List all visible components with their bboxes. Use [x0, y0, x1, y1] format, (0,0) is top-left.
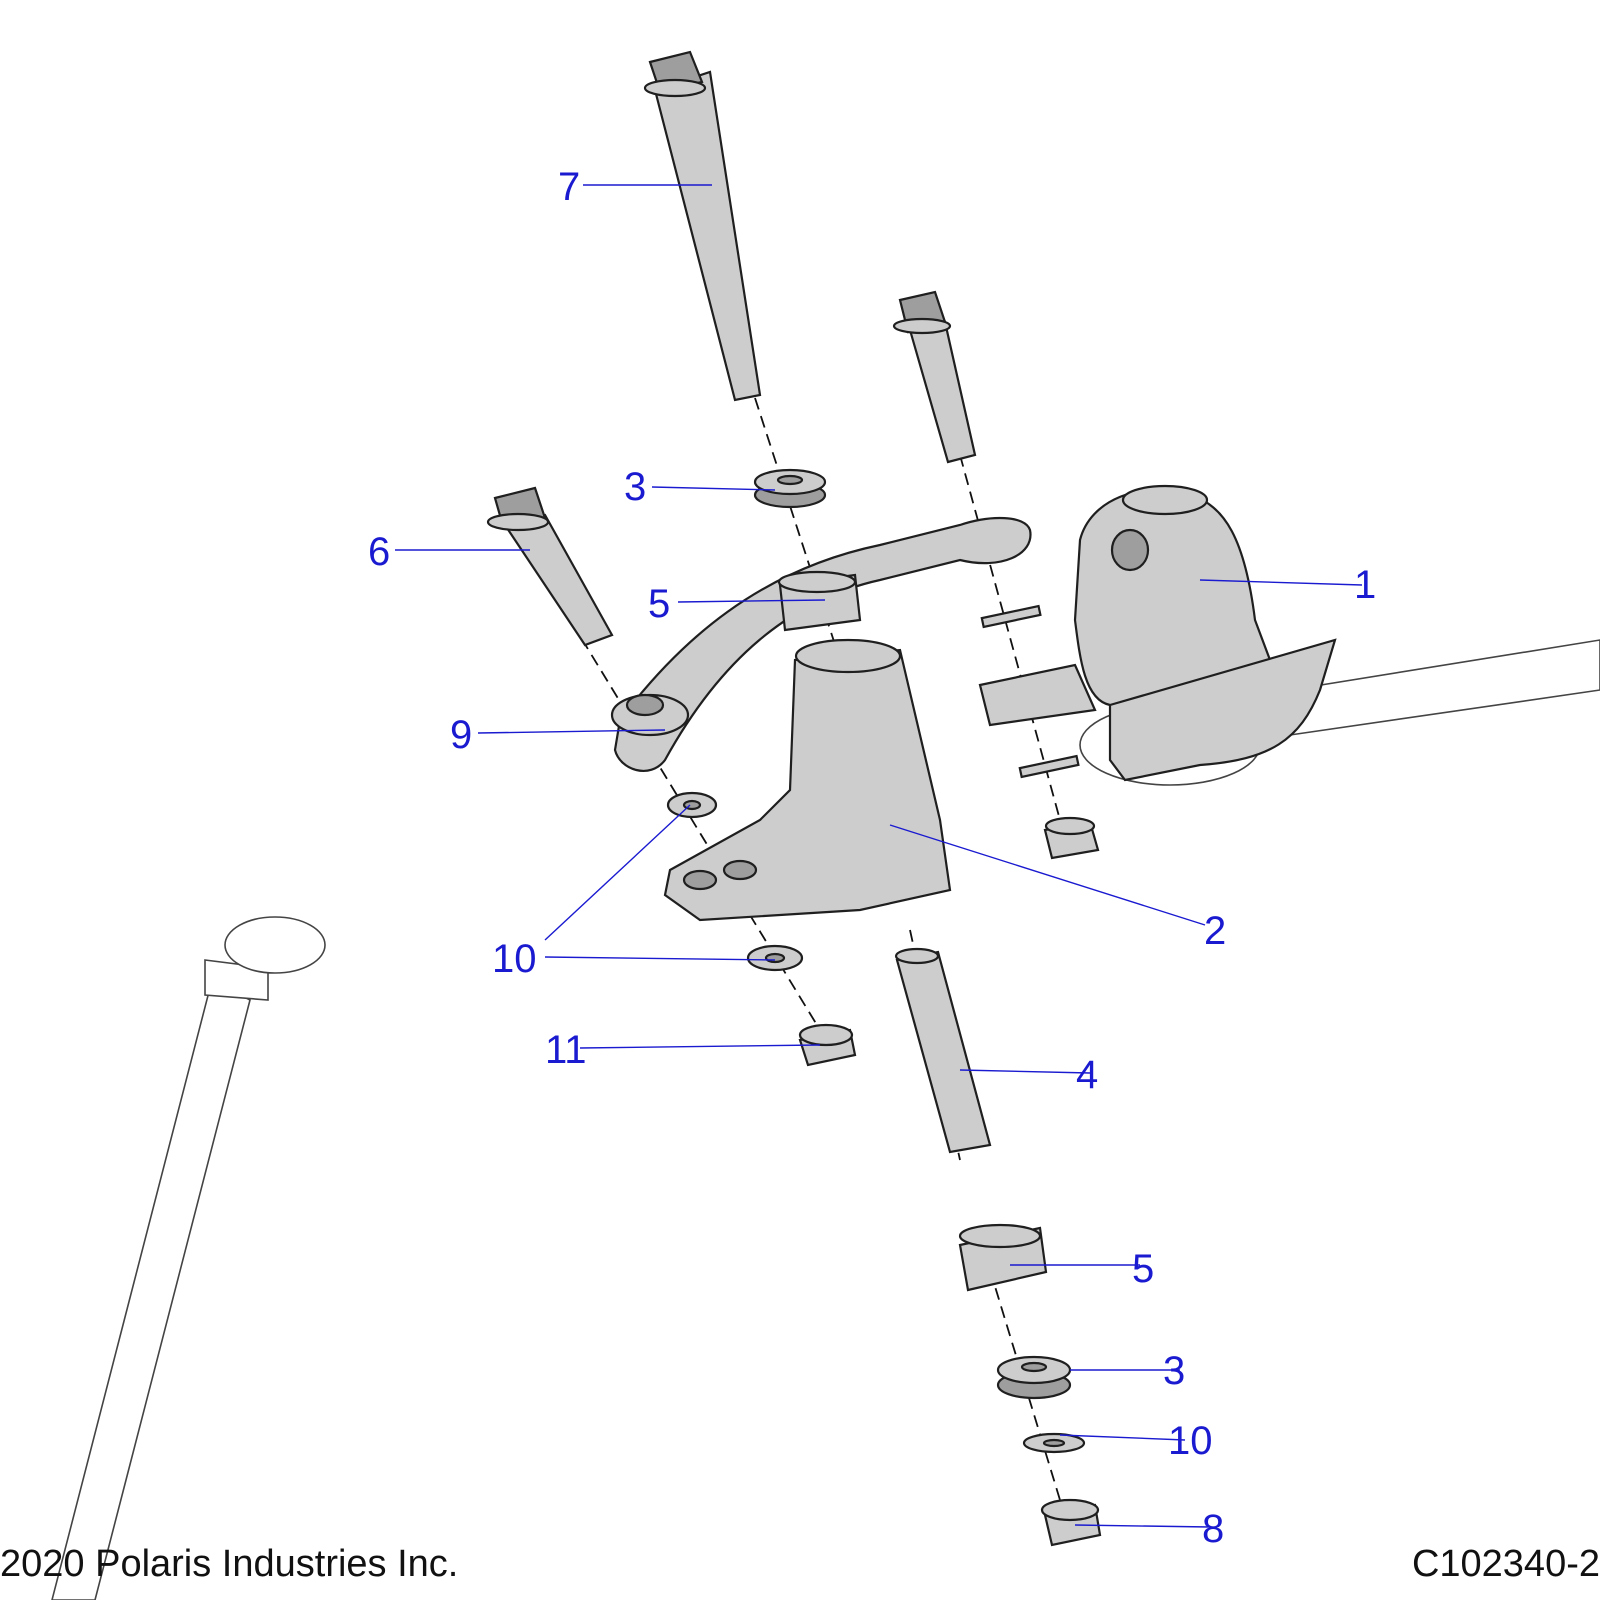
- part-9-link-arm: [610, 517, 1032, 772]
- callout-9: 9: [450, 713, 472, 757]
- callout-2: 2: [1204, 909, 1226, 953]
- part-11-nut: [798, 1023, 857, 1067]
- callout-4: 4: [1076, 1053, 1098, 1097]
- callout-6: 6: [368, 530, 390, 574]
- callout-5-lower: 5: [1132, 1247, 1154, 1291]
- copyright-notice: 2020 Polaris Industries Inc.: [0, 1543, 459, 1585]
- right-stack-hardware: [980, 604, 1100, 860]
- part-2-steering-arm: [663, 638, 952, 922]
- callout-11: 11: [545, 1028, 587, 1072]
- part-4-spacer-tube: [894, 947, 992, 1154]
- callout-10-upper: 10: [492, 937, 537, 981]
- part-5-lower-bushing: [958, 1223, 1048, 1292]
- part-3-upper-grommet: [753, 468, 827, 509]
- tie-rod-left-ghost: [51, 916, 326, 1600]
- part-6-right-bolt: [892, 290, 977, 464]
- callout-3-lower: 3: [1163, 1349, 1185, 1393]
- callout-7: 7: [558, 165, 580, 209]
- callout-8: 8: [1202, 1507, 1224, 1551]
- part-7-long-bolt: [643, 50, 762, 402]
- part-5-upper-bushing: [777, 570, 862, 632]
- part-8-flange-nut: [1040, 1498, 1102, 1547]
- part-10-washers: [666, 791, 1086, 1454]
- part-1-steering-housing: [978, 484, 1337, 782]
- callout-10-lower: 10: [1168, 1419, 1213, 1463]
- callout-5-upper: 5: [648, 582, 670, 626]
- leader-lines: [395, 184, 1363, 1528]
- part-6-bolt: [486, 486, 614, 647]
- figure-id: C102340-2: [1411, 1543, 1600, 1585]
- callout-labels: 1 2 3 3 4 5 5 6 7 8 9 10 10 11: [368, 165, 1376, 1551]
- callout-3-upper: 3: [624, 465, 646, 509]
- part-3-lower-grommet: [996, 1355, 1072, 1400]
- callout-1: 1: [1354, 563, 1376, 607]
